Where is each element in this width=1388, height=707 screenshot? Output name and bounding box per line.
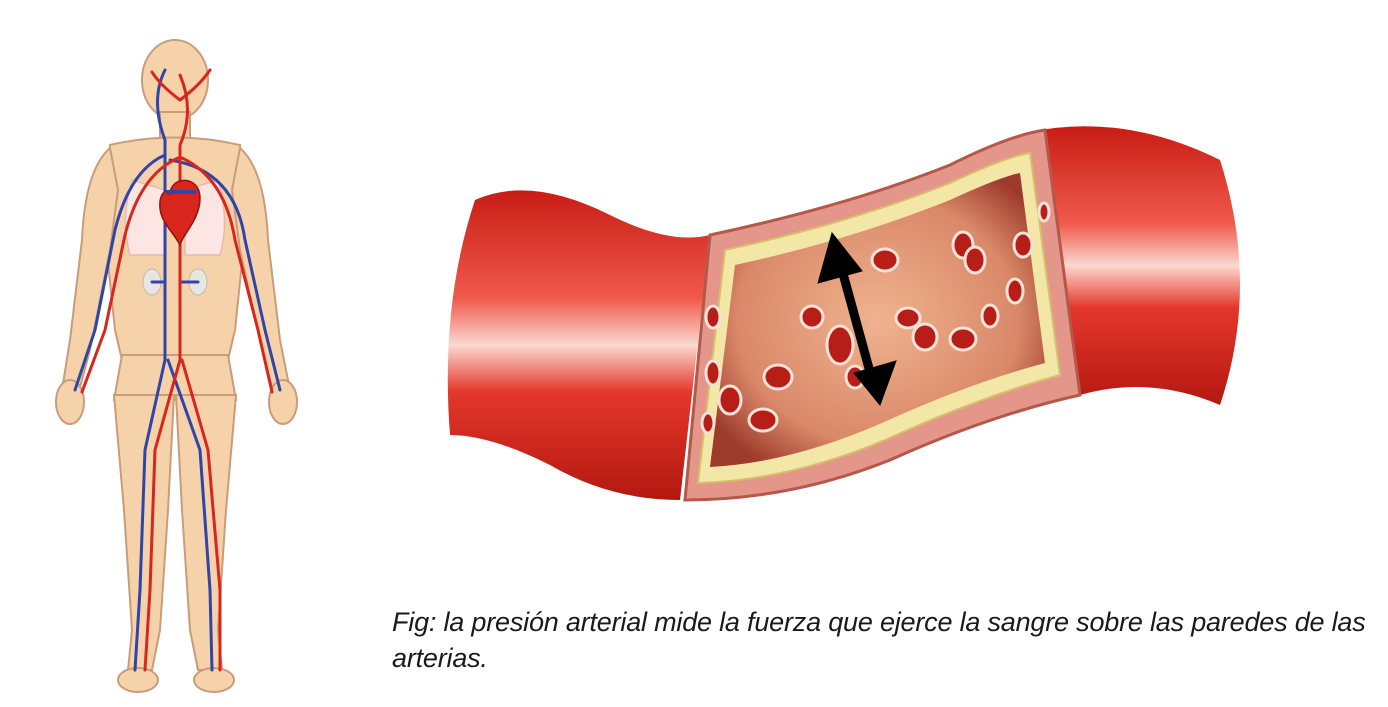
human-circulatory-system-icon bbox=[40, 30, 330, 700]
artery-cross-section-icon bbox=[430, 105, 1260, 525]
figure-caption: Fig: la presión arterial mide la fuerza … bbox=[392, 604, 1367, 676]
vessel-left-segment bbox=[448, 190, 710, 500]
